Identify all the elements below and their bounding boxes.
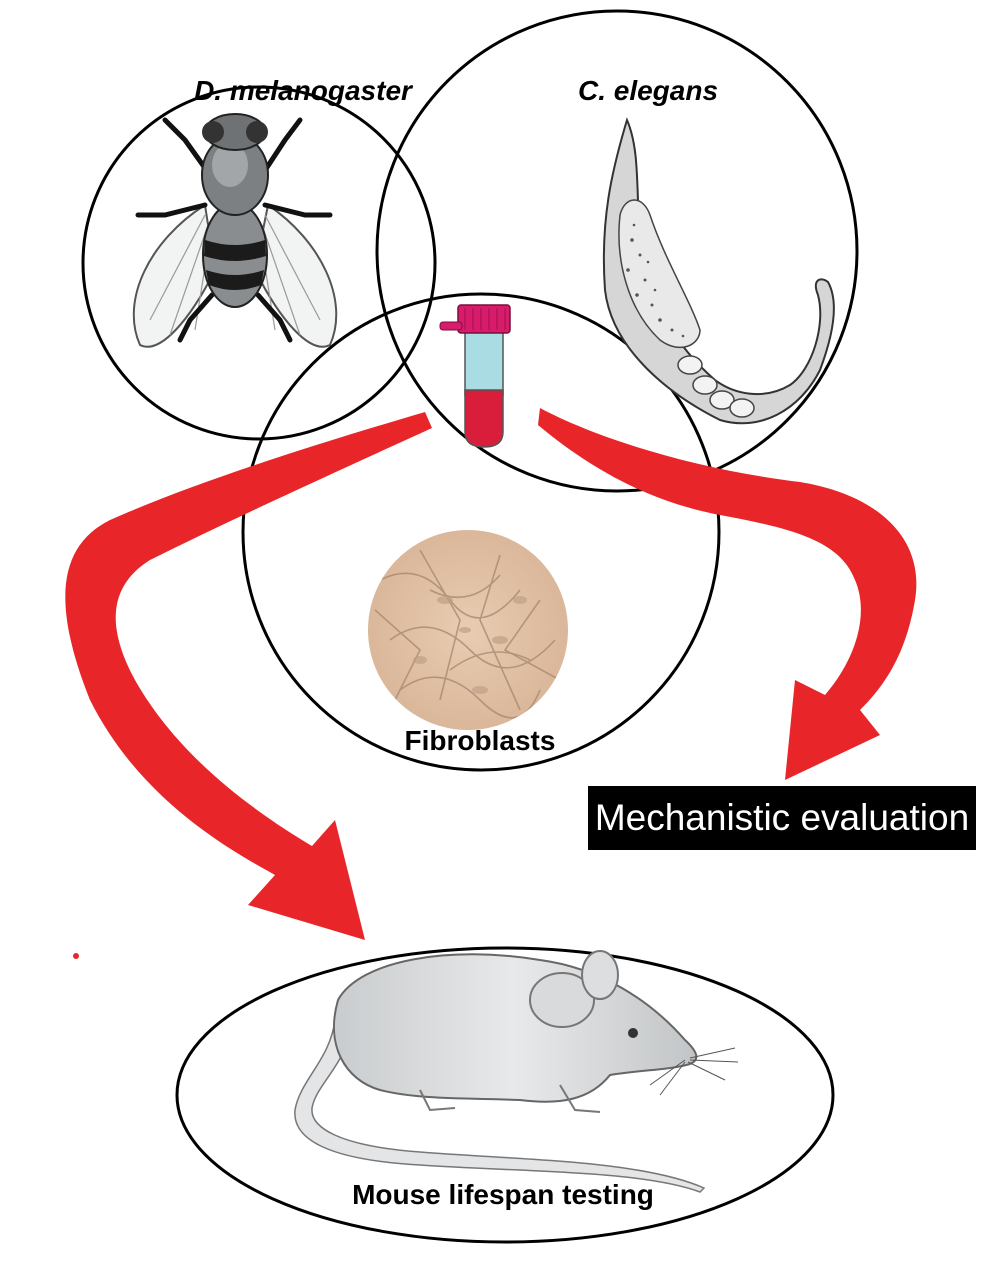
fly-label: D. melanogaster [194,75,414,106]
worm-circle [375,9,859,493]
mechanistic-evaluation-label: Mechanistic evaluation [588,786,976,850]
red-dot [73,953,79,959]
arrow-to-mechanistic [538,408,917,780]
arrow-to-mouse [65,412,432,940]
mouse-illustration [294,950,739,1193]
fibroblast-micrograph [368,530,568,730]
fibroblast-circle [241,292,721,772]
fly-circle [81,85,437,441]
fibroblast-label: Fibroblasts [405,725,556,756]
nematode-illustration [602,117,835,425]
mouse-ellipse [175,946,835,1244]
sample-tube-icon [439,304,511,448]
mouse-label: Mouse lifespan testing [352,1179,654,1210]
worm-label: C. elegans [578,75,718,106]
fruit-fly-illustration [132,113,338,348]
